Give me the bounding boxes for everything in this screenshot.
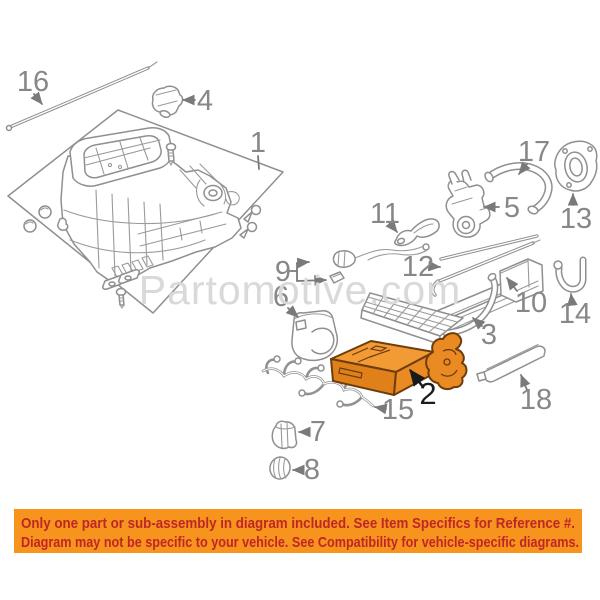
part-8-grommet	[269, 456, 291, 480]
part-6-boot	[291, 310, 339, 362]
part-15-harness	[261, 355, 375, 408]
part-label-7: 7	[310, 416, 326, 448]
part-label-3: 3	[481, 319, 497, 351]
part-14-hose	[553, 256, 587, 293]
part-label-16: 16	[17, 66, 49, 98]
part-11-lever	[393, 218, 440, 247]
arrow-to-part-6	[285, 305, 299, 318]
part-label-2: 2	[419, 376, 436, 411]
part-label-17: 17	[518, 136, 550, 168]
arrow-to-part-2	[409, 369, 426, 388]
part-label-6: 6	[273, 281, 289, 313]
part-label-14: 14	[559, 298, 591, 330]
part-1-hvac-unit	[23, 127, 262, 309]
watermark-text: Partomotive.com	[139, 267, 462, 313]
part-16-cable	[5, 61, 158, 132]
arrow-to-part-18	[520, 374, 531, 391]
part-label-10: 10	[515, 287, 547, 319]
part-17-hose	[484, 162, 553, 215]
arrow-to-part-9a	[296, 257, 310, 269]
part-labels: 1 3 4 5 6 7 8 9 10 11 12 13 14 15 16 17 …	[17, 66, 592, 486]
arrow-to-part-11	[385, 219, 398, 233]
part-7-grommet	[271, 420, 298, 450]
arrow-to-part-10	[506, 277, 519, 292]
notice-banner: Only one part or sub-assembly in diagram…	[14, 509, 582, 553]
part-label-15: 15	[382, 394, 414, 426]
part-label-12: 12	[402, 251, 434, 283]
part-label-5: 5	[504, 192, 520, 224]
part-9-sensor	[329, 243, 430, 284]
part-label-4: 4	[197, 85, 213, 117]
arrow-to-part-3	[472, 317, 486, 330]
arrow-to-part-12	[427, 260, 441, 272]
leader-arrows	[30, 91, 579, 476]
part-12-rod	[431, 234, 541, 297]
fastener-circles	[23, 205, 69, 233]
part-label-9: 9	[275, 256, 291, 288]
part-18-bar	[476, 343, 546, 383]
part-4-clamp	[151, 85, 184, 118]
arrow-to-part-9b	[296, 275, 327, 286]
part-1-panel-outline	[7, 109, 284, 314]
part-label-18: 18	[520, 384, 552, 416]
arrow-to-part-16	[30, 91, 43, 105]
screw-top	[165, 142, 177, 167]
part-label-1: 1	[250, 127, 266, 159]
push-clips	[239, 204, 262, 239]
arrow-to-part-14	[566, 293, 578, 307]
part-3-core	[360, 272, 499, 345]
arrow-to-part-17	[518, 161, 531, 175]
notice-line-1: Only one part or sub-assembly in diagram…	[21, 515, 575, 532]
notice-banner-background	[14, 509, 582, 553]
bottom-brackets	[102, 269, 140, 309]
part-2-pipe-fitting	[425, 332, 468, 391]
part-label-8: 8	[304, 454, 320, 486]
arrow-to-part-15	[374, 403, 388, 415]
leader-to-part-1	[257, 155, 260, 170]
notice-line-2: Diagram may not be specific to your vehi…	[21, 534, 579, 551]
part-label-11: 11	[370, 198, 400, 230]
part-13-flange	[554, 140, 598, 192]
part-5-bracket	[445, 169, 491, 238]
part-label-13: 13	[560, 203, 592, 235]
part-2-heater-core-highlighted	[330, 332, 468, 396]
